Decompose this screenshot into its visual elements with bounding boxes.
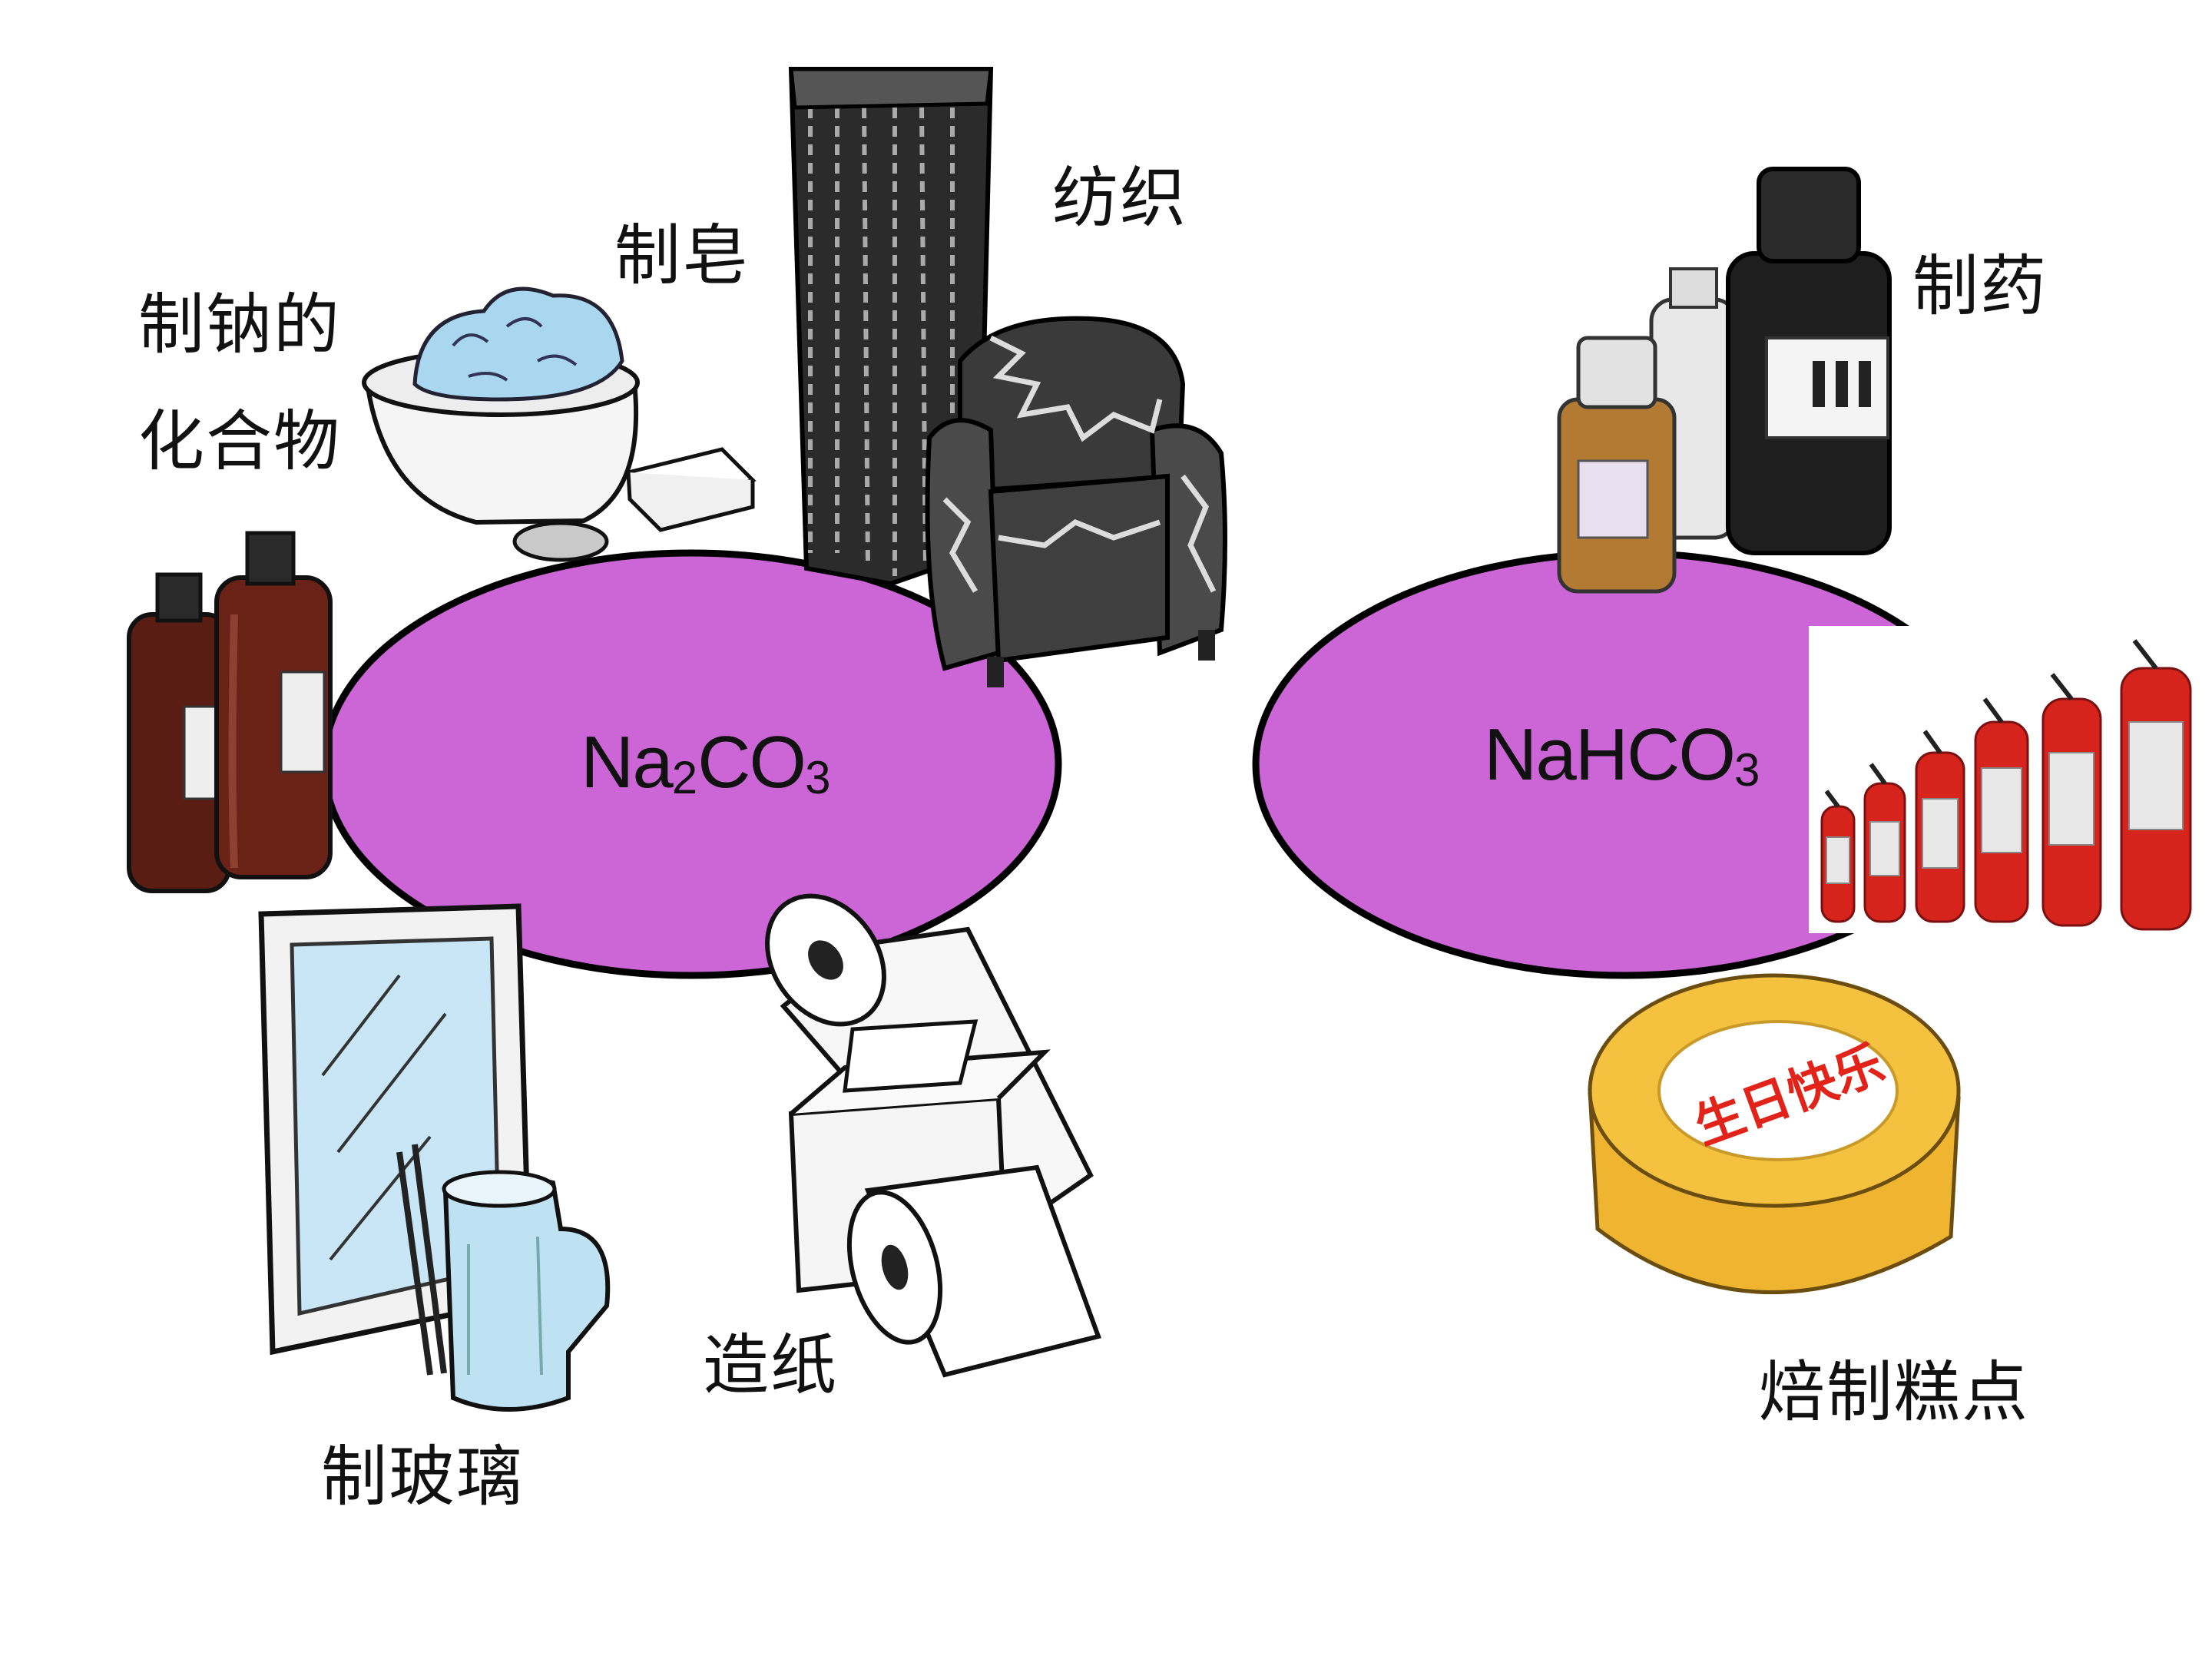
cake-icon	[1588, 973, 1961, 1295]
bottles-icon	[127, 531, 333, 893]
na2co3-formula-sub2: 3	[805, 752, 831, 803]
armchair-icon	[925, 316, 1227, 687]
nahco3-formula-main: NaHCO	[1484, 714, 1736, 796]
na2co3-formula-sub1: 2	[671, 752, 698, 803]
label-baking: 焙制糕点	[1759, 1354, 2029, 1431]
label-textile: 纺织	[1052, 160, 1187, 237]
na2co3-formula: Na2CO3	[581, 720, 830, 805]
label-medicine: 制药	[1912, 248, 2048, 325]
na2co3-formula-main: Na	[581, 721, 674, 803]
na2co3-formula-mid: CO	[697, 721, 806, 803]
paper-roll-icon	[765, 893, 1101, 1378]
nahco3-formula: NaHCO3	[1484, 713, 1760, 797]
label-sodium-compounds-line1: 制钠的	[138, 286, 341, 363]
label-paper: 造纸	[703, 1327, 838, 1404]
label-soap: 制皂	[614, 217, 750, 294]
nahco3-formula-sub: 3	[1734, 744, 1760, 796]
soap-bowl-icon	[362, 286, 757, 562]
label-sodium-compounds-line2: 化合物	[138, 403, 341, 480]
medicine-bottles-icon	[1557, 167, 1892, 594]
label-glass: 制玻璃	[321, 1439, 524, 1515]
fire-extinguisher-icon	[1809, 626, 2212, 933]
pitcher-icon	[396, 1144, 611, 1412]
